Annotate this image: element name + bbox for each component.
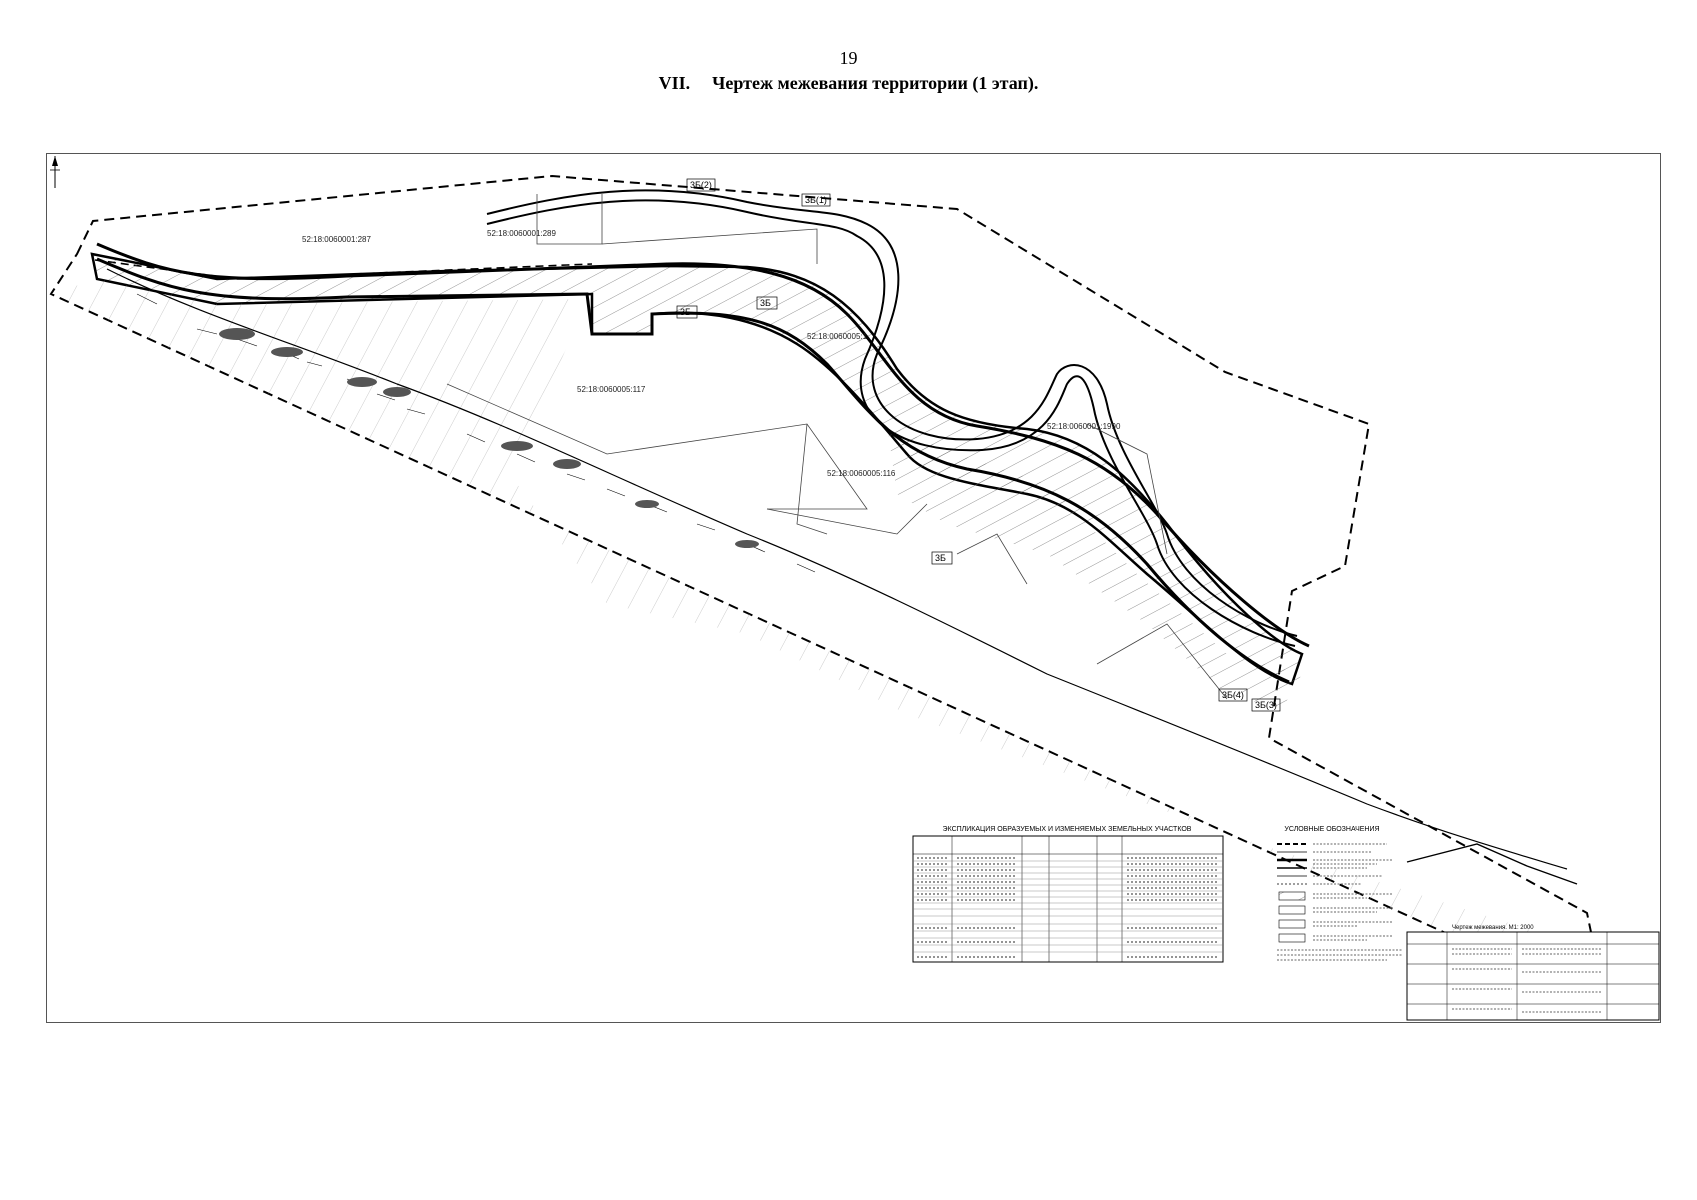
svg-text:3Б(1): 3Б(1) (805, 195, 827, 205)
page-title: VII. Чертеж межевания территории (1 этап)… (0, 73, 1697, 94)
southern-slope-line (106, 268, 1568, 870)
parcel-label-287: 52:18:0060001:287 (302, 235, 372, 244)
svg-text:3Б: 3Б (935, 553, 946, 563)
page-number: 19 (839, 48, 858, 68)
section-number: VII. (658, 73, 691, 93)
svg-text:УСЛОВНЫЕ ОБОЗНАЧЕНИЯ: УСЛОВНЫЕ ОБОЗНАЧЕНИЯ (1284, 826, 1379, 833)
zone-tag: 3Б(4) (1218, 688, 1248, 702)
parcel-lines (446, 194, 1228, 700)
parcel-label-116: 52:18:0060005:116 (827, 469, 896, 478)
zone-tag: 3Б(3) (1251, 698, 1281, 712)
zone-tag: 3Б (676, 305, 698, 319)
north-arrow-icon (50, 156, 60, 188)
survey-drawing: 52:18:0060005:117 52:18:0060005:116 52:1… (49, 156, 1660, 1021)
road-north-edge (96, 242, 1310, 648)
hatched-parcel-south (51, 279, 1569, 952)
zone-tag: 3Б (931, 551, 953, 565)
svg-text:Чертеж межевания. М1: 2000: Чертеж межевания. М1: 2000 (1452, 925, 1534, 931)
parcel-label-1990: 52:18:0060001:1990 (1047, 422, 1121, 431)
drawing-notes (1277, 949, 1402, 961)
svg-text:3Б(2): 3Б(2) (690, 180, 712, 190)
eastern-spur (1406, 843, 1578, 885)
parcel-label-1: 52:18:0060005:1 (807, 332, 868, 341)
zone-tag: 3Б(2) (686, 178, 716, 192)
road-south-edge (96, 257, 1290, 684)
svg-text:3Б(3): 3Б(3) (1255, 700, 1277, 710)
river-bank-east (486, 199, 1296, 647)
river-bank-west (486, 189, 1298, 637)
hatched-parcel-east (887, 424, 1302, 709)
parcel-label-117: 52:18:0060005:117 (577, 385, 646, 394)
legend: УСЛОВНЫЕ ОБОЗНАЧЕНИЯ (1277, 826, 1392, 943)
survey-drawing-frame: 52:18:0060005:117 52:18:0060005:116 52:1… (46, 153, 1661, 1023)
zone-tag: 3Б (756, 296, 778, 310)
svg-text:3Б(4): 3Б(4) (1222, 690, 1244, 700)
title-block: Чертеж межевания. М1: 2000 (1406, 925, 1660, 1021)
explication-table: ЭКСПЛИКАЦИЯ ОБРАЗУЕМЫХ И ИЗМЕНЯЕМЫХ ЗЕМЕ… (912, 826, 1224, 963)
svg-text:3Б: 3Б (680, 307, 691, 317)
tree-clusters (219, 328, 759, 548)
section-title: Чертеж межевания территории (1 этап). (712, 73, 1039, 93)
zone-tag: 3Б(1) (801, 193, 831, 207)
svg-text:ЭКСПЛИКАЦИЯ ОБРАЗУЕМЫХ И ИЗМЕН: ЭКСПЛИКАЦИЯ ОБРАЗУЕМЫХ И ИЗМЕНЯЕМЫХ ЗЕМЕ… (943, 826, 1192, 833)
svg-text:3Б: 3Б (760, 298, 771, 308)
parcel-label-289: 52:18:0060001:289 (487, 229, 557, 238)
